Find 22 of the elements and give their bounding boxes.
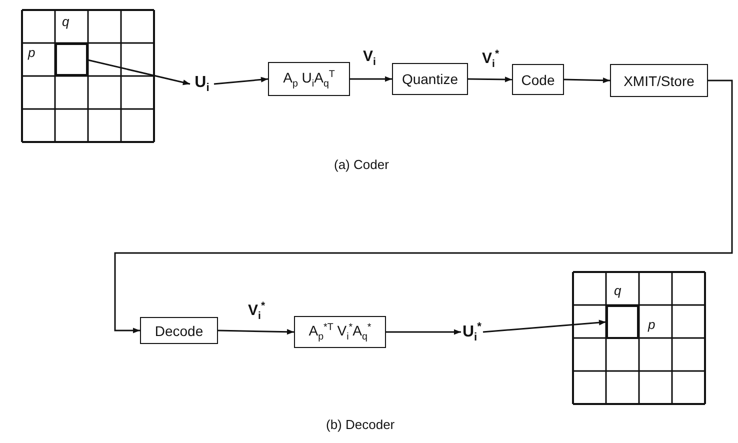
arrow xyxy=(114,80,733,334)
grid-cell xyxy=(606,305,639,339)
signal-label: U$_{i}$ xyxy=(190,72,214,96)
arrow xyxy=(386,329,461,335)
process-box: Code xyxy=(512,64,564,95)
arrow xyxy=(214,76,268,85)
arrow xyxy=(350,76,392,82)
grid-label: q xyxy=(614,283,622,298)
caption: (b) Decoder xyxy=(326,417,395,432)
grid-label: q xyxy=(62,14,70,29)
arrow xyxy=(88,59,190,86)
process-box: Quantize xyxy=(392,63,468,95)
arrow xyxy=(564,78,610,84)
caption: (a) Coder xyxy=(334,157,389,172)
process-box: XMIT/Store xyxy=(610,64,708,97)
process-box: Decode xyxy=(140,317,218,344)
grid-label: p xyxy=(28,45,36,60)
arrow xyxy=(482,320,606,333)
arrow xyxy=(468,76,512,82)
arrow xyxy=(218,329,294,335)
grid-label: p xyxy=(648,317,656,332)
grid-cell xyxy=(55,43,88,76)
